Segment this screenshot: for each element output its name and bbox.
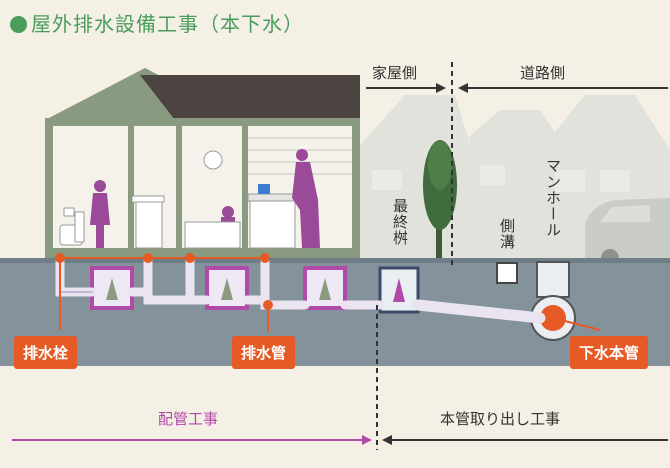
final-basin <box>378 266 420 314</box>
final-basin-label: 最終桝 <box>391 198 409 246</box>
house <box>45 68 360 258</box>
sewer-main-callout: 下水本管 <box>570 336 649 369</box>
page-title: 屋外排水設備工事（本下水） <box>10 8 304 37</box>
callout-markers <box>55 253 601 332</box>
title-dot-icon <box>10 16 27 33</box>
drain-pipe-callout: 排水管 <box>232 336 296 369</box>
main-takeout-work-label: 本管取り出し工事 <box>440 410 561 428</box>
tree <box>423 140 457 260</box>
road-side-label: 道路側 <box>520 64 566 82</box>
drain-plug-callout: 排水栓 <box>14 336 78 369</box>
manhole-label: マンホール <box>544 158 562 238</box>
bottom-arrows <box>12 435 668 445</box>
side-ditch-label: 側溝 <box>498 218 516 250</box>
manhole <box>530 261 576 341</box>
car <box>585 198 670 267</box>
house-side-label: 家屋側 <box>372 64 418 82</box>
piping-work-label: 配管工事 <box>158 410 219 428</box>
top-arrows <box>366 83 668 93</box>
side-ditch <box>496 262 518 284</box>
